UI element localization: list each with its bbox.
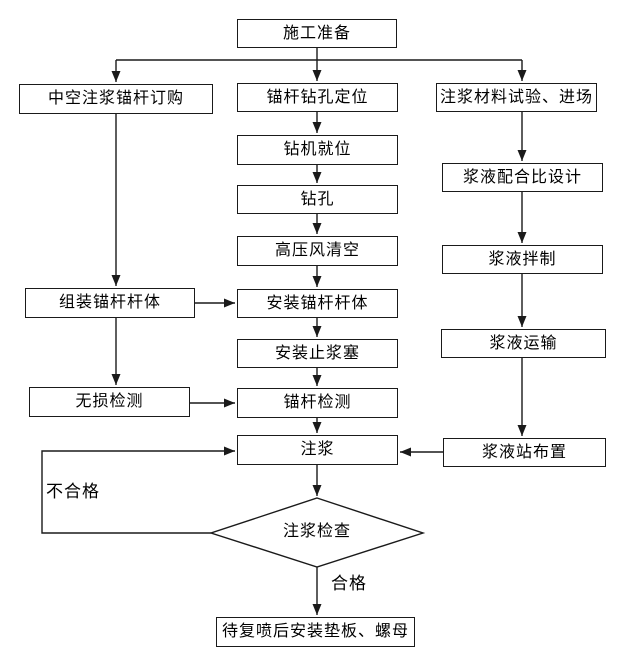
node-grout-mixing: 浆液拌制 [442, 245, 603, 274]
node-install-grout-stop-plug: 安装止浆塞 [237, 339, 398, 368]
node-grouting: 注浆 [237, 435, 398, 465]
node-install-plate-and-nut-after-reshotcrete: 待复喷后安装垫板、螺母 [216, 617, 415, 647]
node-hollow-grout-bolt-order: 中空注浆锚杆订购 [19, 84, 213, 114]
node-drilling: 钻孔 [237, 185, 398, 214]
node-high-pressure-air-clean: 高压风清空 [237, 236, 398, 266]
decision-grouting-inspection: 注浆检查 [282, 523, 351, 540]
edge-label-pass: 合格 [331, 574, 367, 593]
node-install-bolt-body: 安装锚杆杆体 [237, 289, 398, 318]
node-grout-transport: 浆液运输 [441, 329, 606, 358]
node-construction-preparation: 施工准备 [237, 19, 397, 48]
node-drill-rig-in-place: 钻机就位 [237, 135, 398, 165]
node-bolt-hole-positioning: 锚杆钻孔定位 [237, 83, 398, 112]
edge-label-fail: 不合格 [46, 482, 100, 501]
node-nondestructive-testing: 无损检测 [29, 387, 190, 417]
node-grout-station-layout: 浆液站布置 [443, 438, 606, 467]
node-assemble-bolt-body: 组装锚杆杆体 [25, 288, 195, 318]
node-bolt-testing: 锚杆检测 [237, 388, 398, 418]
node-grout-mix-ratio-design: 浆液配合比设计 [442, 163, 603, 192]
node-grout-material-test-entry: 注浆材料试验、进场 [436, 83, 597, 112]
